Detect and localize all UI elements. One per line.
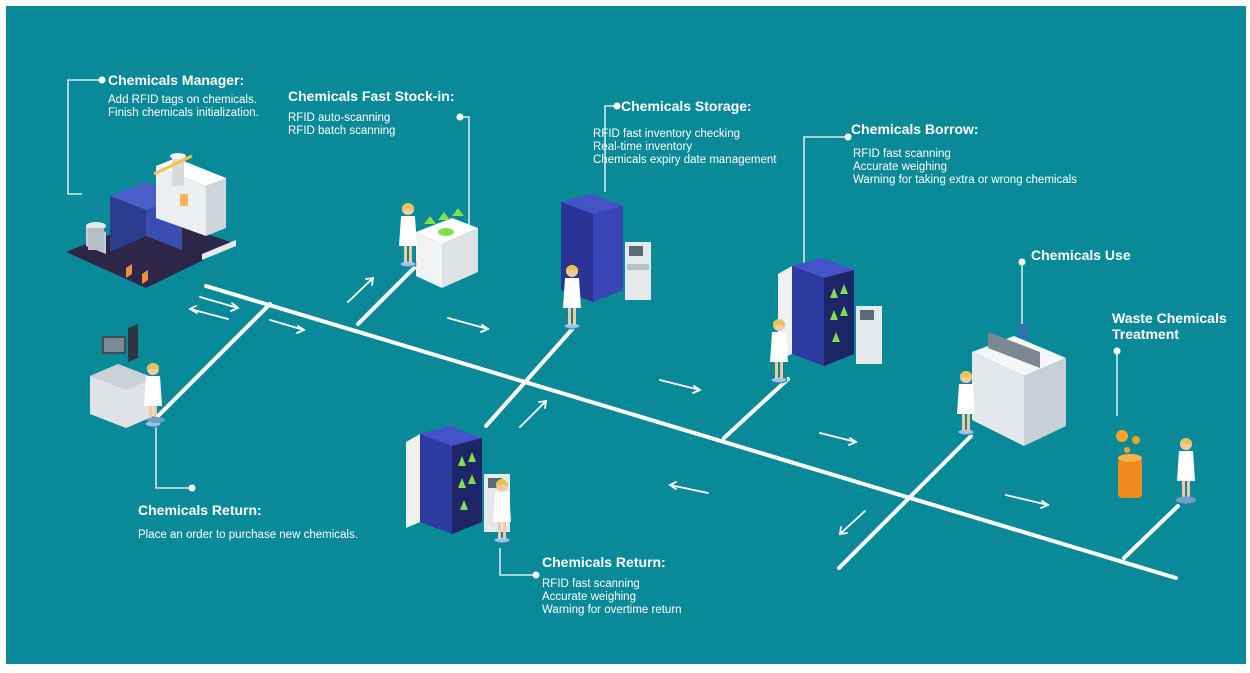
stage-detail: Finish chemicals initialization. bbox=[108, 107, 259, 119]
storage-cabinet-illustration bbox=[561, 194, 651, 330]
stage-use: Chemicals Use bbox=[1031, 247, 1131, 264]
stage-title: Chemicals Return: bbox=[542, 554, 666, 570]
stage-detail: Chemicals expiry date management bbox=[593, 154, 777, 166]
stage-storage: Chemicals Storage: bbox=[621, 98, 752, 115]
stage-detail: RFID fast scanning bbox=[542, 578, 640, 590]
stage-return: Chemicals Return: RFID fast scanning Acc… bbox=[542, 554, 682, 617]
stage-storage-details: RFID fast inventory checking Real-time i… bbox=[593, 128, 776, 167]
stage-title: Chemicals Storage: bbox=[621, 98, 752, 114]
stage-borrow-details: RFID fast scanning Accurate weighing War… bbox=[853, 148, 1077, 187]
lab-bench-illustration bbox=[956, 324, 1066, 446]
stage-detail: RFID fast scanning bbox=[853, 148, 951, 160]
stage-detail: Warning for overtime return bbox=[542, 604, 682, 616]
stage-title: Waste Chemicals Treatment bbox=[1112, 310, 1227, 342]
stage-stock-in: Chemicals Fast Stock-in: RFID auto-scann… bbox=[288, 88, 455, 138]
stock-in-illustration bbox=[398, 202, 478, 288]
return-cabinet-illustration bbox=[406, 426, 512, 544]
stage-detail: Real-time inventory bbox=[593, 141, 693, 153]
process-diagram: Chemicals Manager: Add RFID tags on chem… bbox=[6, 6, 1246, 664]
stage-manager: Chemicals Manager: Add RFID tags on chem… bbox=[108, 72, 259, 120]
stage-borrow: Chemicals Borrow: bbox=[851, 121, 979, 138]
stage-detail: Add RFID tags on chemicals. bbox=[108, 94, 257, 106]
stage-detail: Accurate weighing bbox=[542, 591, 636, 603]
stage-detail: Warning for taking extra or wrong chemic… bbox=[853, 174, 1077, 186]
factory-illustration bbox=[66, 153, 236, 288]
process-artwork bbox=[66, 76, 1196, 580]
stage-title: Chemicals Return: bbox=[138, 502, 262, 518]
stage-detail: Place an order to purchase new chemicals… bbox=[138, 529, 358, 541]
stage-title: Chemicals Use bbox=[1031, 247, 1131, 263]
stage-waste: Waste Chemicals Treatment bbox=[1112, 310, 1242, 342]
borrow-cabinet-illustration bbox=[769, 258, 882, 384]
stage-detail: RFID fast inventory checking bbox=[593, 128, 741, 140]
stage-detail: Accurate weighing bbox=[853, 161, 947, 173]
stage-title: Chemicals Fast Stock-in: bbox=[288, 88, 455, 104]
stage-detail: RFID batch scanning bbox=[288, 125, 396, 137]
waste-treatment-illustration bbox=[1116, 430, 1196, 504]
stage-detail: RFID auto-scanning bbox=[288, 112, 391, 124]
stage-title: Chemicals Manager: bbox=[108, 72, 245, 88]
workstation-illustration bbox=[90, 324, 165, 428]
stage-title: Chemicals Borrow: bbox=[851, 121, 979, 137]
stage-purchase: Chemicals Return: Place an order to purc… bbox=[138, 502, 358, 542]
